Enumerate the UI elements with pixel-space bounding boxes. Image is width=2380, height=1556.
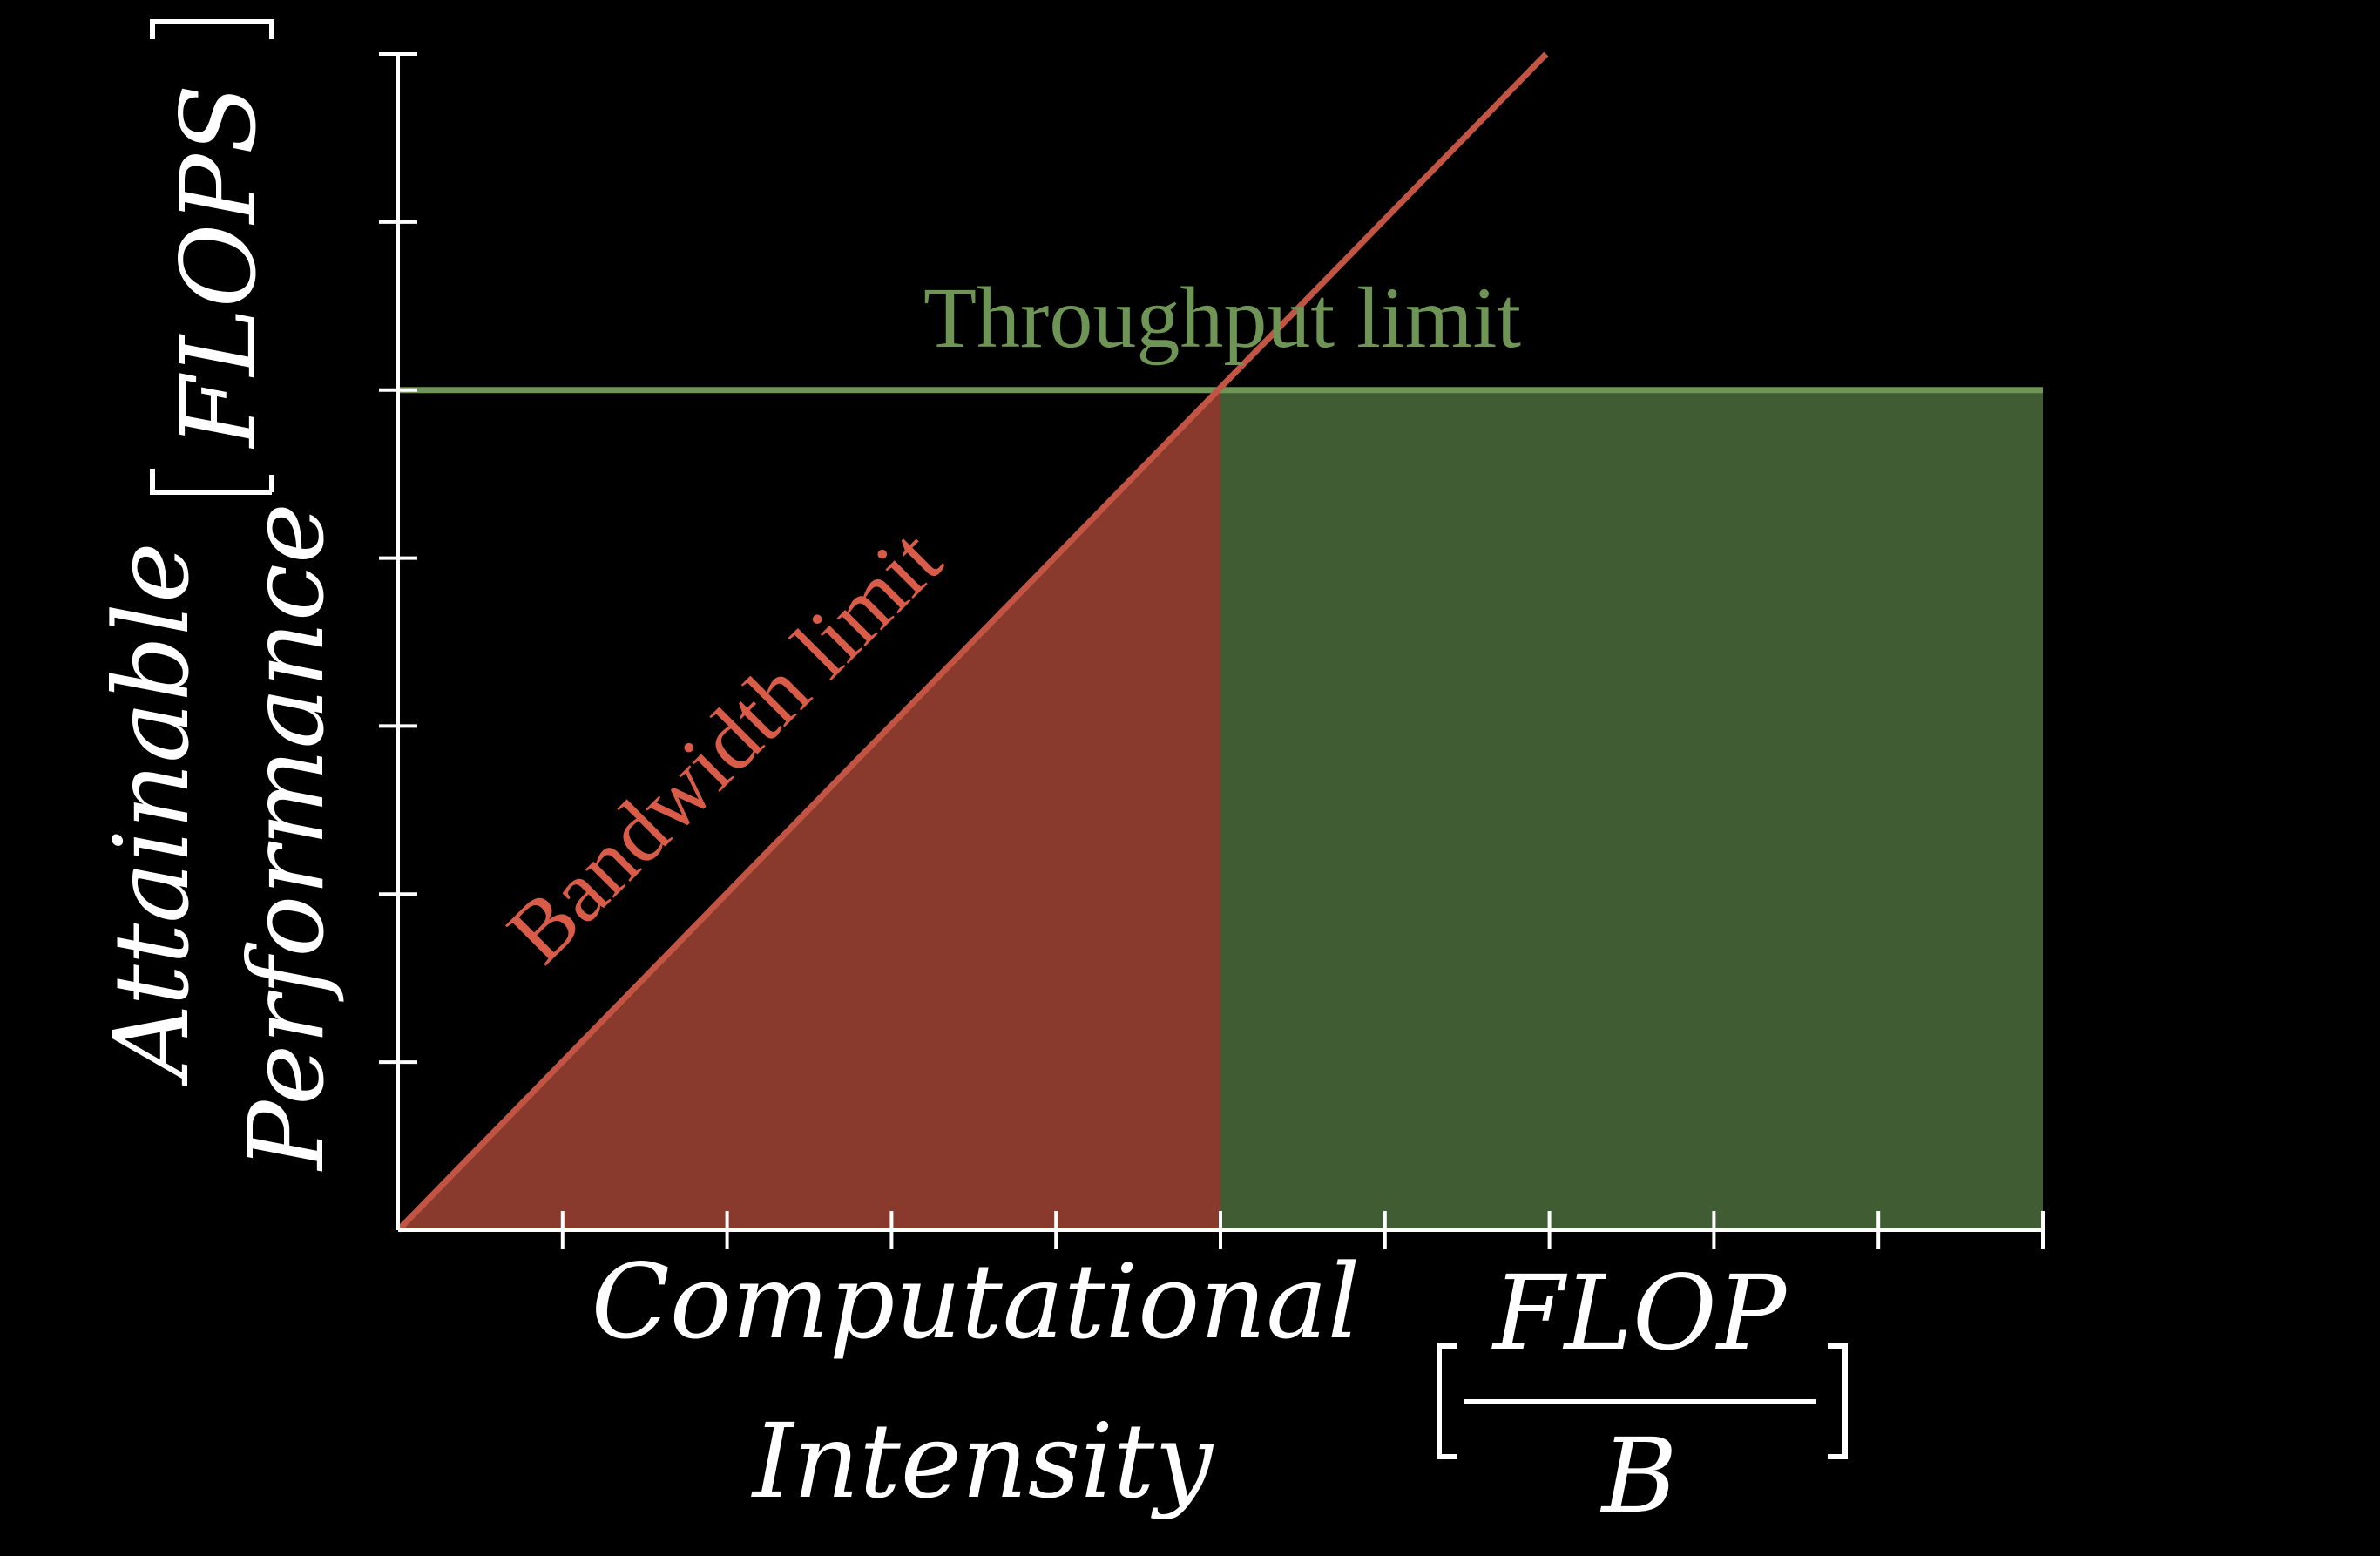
throughput-region-fill	[1220, 389, 2043, 1230]
y-unit-bracket-left-vert	[152, 475, 274, 495]
x-unit-denominator: B	[1600, 1416, 1678, 1536]
x-axis-label-line2: Intensity	[751, 1401, 1214, 1521]
bandwidth-limit-line	[396, 51, 1549, 1233]
x-unit-bracket-left	[1437, 1343, 1457, 1459]
y-unit-bracket-right	[150, 19, 274, 39]
y-unit-text: FLOPS	[159, 84, 279, 449]
axes	[379, 52, 2045, 1249]
x-axis-unit: FLOP B	[1437, 1253, 1848, 1536]
x-unit-bracket-right	[1828, 1343, 1848, 1459]
limit-lines	[396, 51, 2043, 1233]
throughput-limit-label: Throughput limit	[923, 269, 1521, 366]
y-axis-unit: FLOPS	[150, 19, 279, 495]
y-axis-label-line1: Attainable	[91, 542, 212, 1086]
x-unit-numerator: FLOP	[1491, 1253, 1788, 1373]
x-axis-label-line1: Computational	[592, 1241, 1361, 1362]
y-axis-label-line2: Performance	[227, 503, 347, 1172]
y-unit-bracket-left	[150, 469, 170, 495]
